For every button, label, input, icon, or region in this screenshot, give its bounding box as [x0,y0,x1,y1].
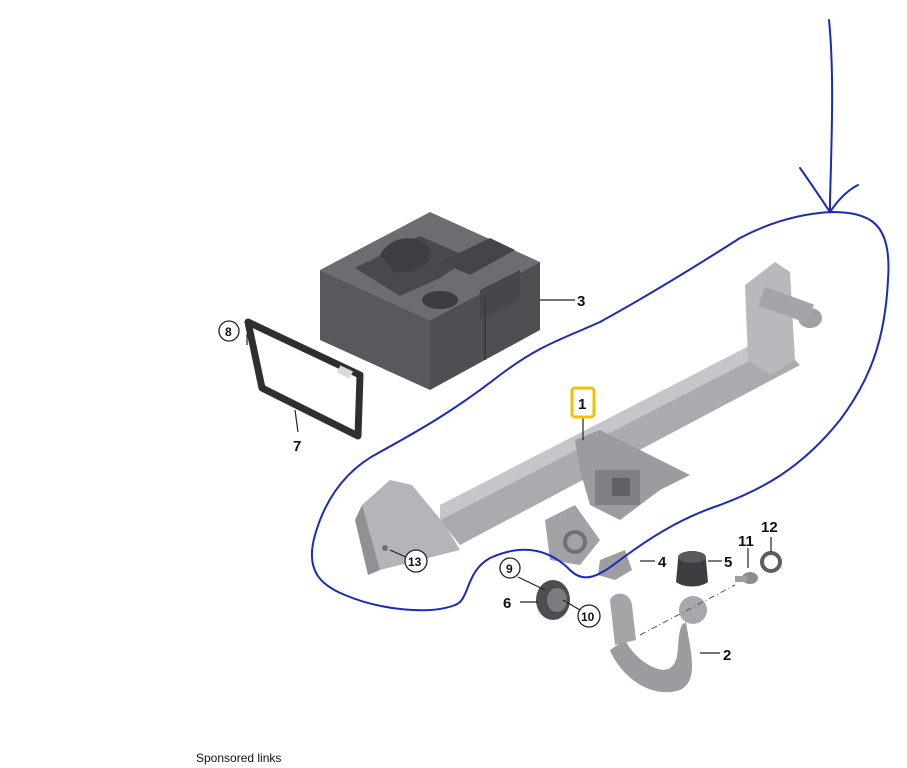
hand-drawn-annotation [310,19,890,612]
part-washer [760,551,782,573]
callout-6: 6 [503,595,511,612]
callout-10-circle: 10 [577,604,601,628]
part-foam-tray [320,212,540,390]
callout-7: 7 [293,438,301,455]
part-rubber-frame [244,318,364,440]
annotation-loop [310,211,890,612]
part-tow-bar-beam [355,262,822,575]
part-knob [735,572,758,584]
callout-9-circle: 9 [499,557,521,579]
callout-12: 12 [761,519,778,536]
callout-3: 3 [577,293,585,310]
callout-1: 1 [578,396,586,413]
annotation-arrow-shaft [828,19,834,213]
callout-11: 11 [738,533,754,550]
callout-5: 5 [724,554,732,571]
sponsored-links-label: Sponsored links [196,751,282,765]
callout-9: 9 [506,562,513,576]
callout-8-circle: 8 [218,320,240,342]
callout-8: 8 [225,325,232,339]
callout-4: 4 [658,554,667,571]
callout-1-highlight[interactable]: 1 [570,386,596,419]
part-ball-neck [610,584,736,693]
leader-lines [246,299,772,654]
callout-2: 2 [723,647,731,664]
callout-10: 10 [581,610,595,624]
callout-13-circle: 13 [404,549,428,573]
callout-13: 13 [408,555,422,569]
part-lock-cylinder [536,580,570,620]
part-cap [676,551,708,587]
